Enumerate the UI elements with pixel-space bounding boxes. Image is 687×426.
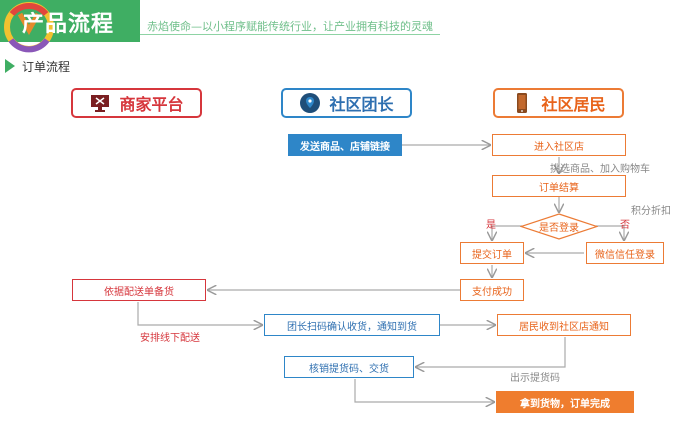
step-send-link: 发送商品、店铺链接 [288,134,402,156]
location-pin-icon [299,92,321,114]
step-submit-order: 提交订单 [460,242,524,264]
step-pay-success: 支付成功 [460,279,524,301]
party-leader: 社区团长 [281,88,412,118]
note-yes: 是 [486,220,496,231]
section-marker-icon [5,59,15,73]
step-enter-store: 进入社区店 [492,134,626,156]
party-merchant-label: 商家平台 [119,95,184,114]
party-resident-label: 社区居民 [541,95,606,114]
party-leader-label: 社区团长 [329,95,394,114]
step-leader-scan: 团长扫码确认收货，通知到货 [264,314,440,336]
note-pick-goods: 挑选商品、加入购物车 [550,164,650,175]
step-resident-notified: 居民收到社区店通知 [497,314,631,336]
decision-diamond [520,213,598,240]
phone-icon [511,92,533,114]
logo [2,0,56,54]
page-title: 产品流程 [22,12,115,37]
decision-is-logged-in: 是否登录 [539,223,579,234]
note-show-code: 出示提货码 [510,373,560,384]
step-verify-code: 核销提货码、交货 [284,356,414,378]
note-no: 否 [620,220,630,231]
note-points: 积分折扣 [631,206,671,217]
party-merchant: 商家平台 [71,88,202,118]
monitor-icon [89,92,111,114]
step-wechat-login: 微信信任登录 [586,242,664,264]
party-resident: 社区居民 [493,88,624,118]
slogan: 赤焰使命—以小程序赋能传统行业，让产业拥有科技的灵魂 [147,20,433,33]
section-title: 订单流程 [22,60,71,74]
step-checkout: 订单结算 [492,175,626,197]
note-offline-delivery: 安排线下配送 [140,333,200,344]
step-done: 拿到货物，订单完成 [496,391,634,413]
step-prepare-goods: 依据配送单备货 [72,279,206,301]
header-divider [140,34,440,35]
